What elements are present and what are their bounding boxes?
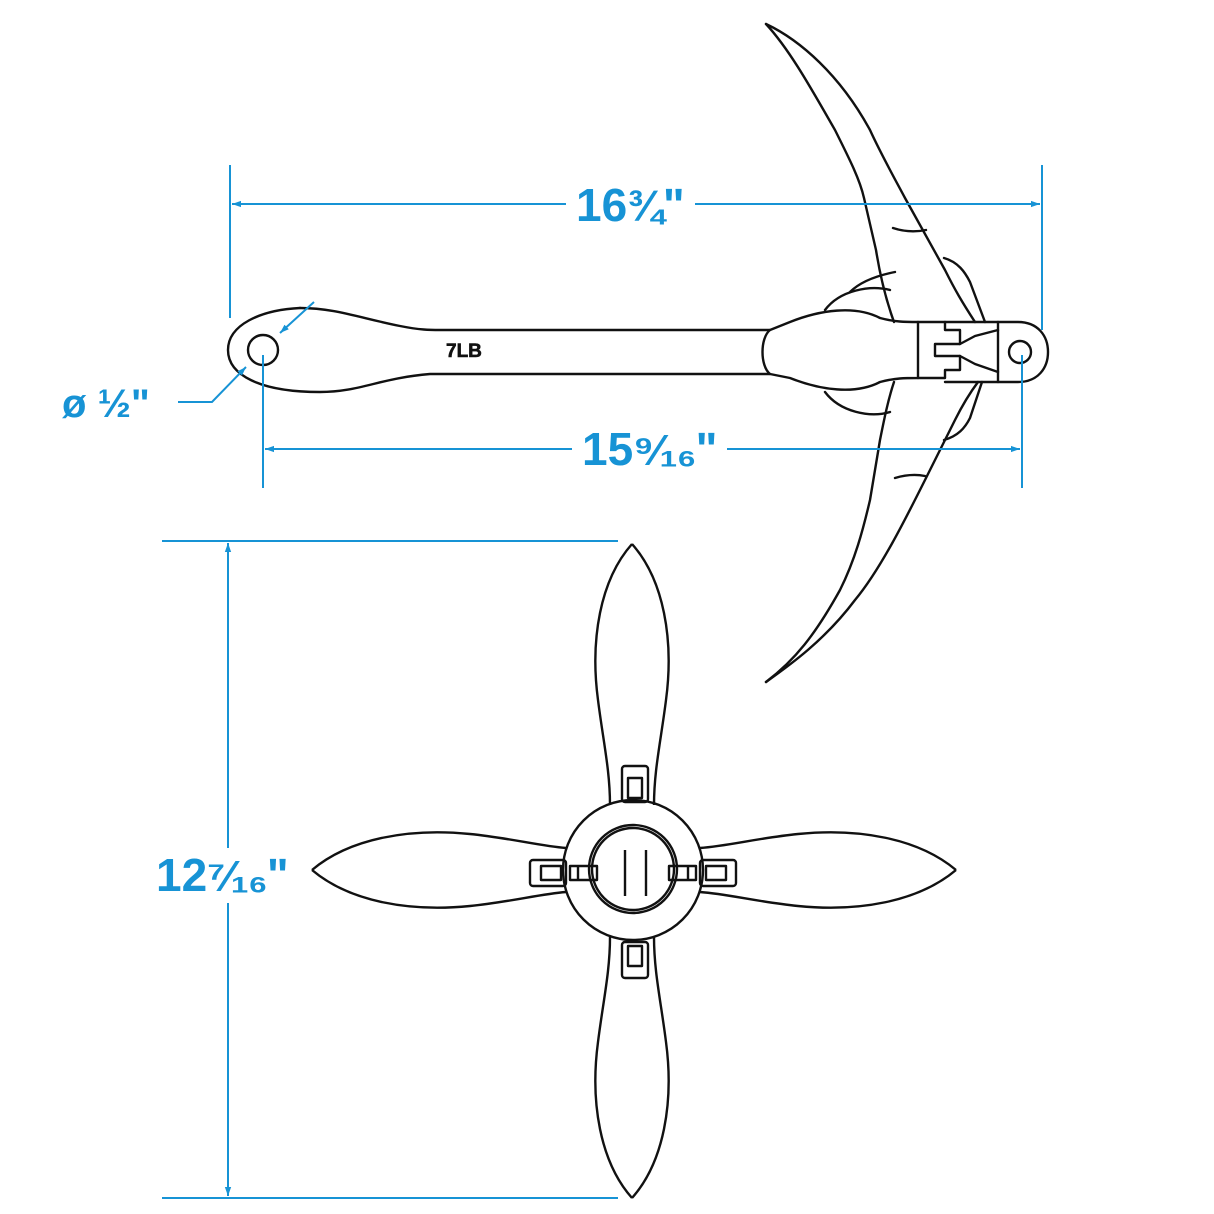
diameter-leader <box>178 366 247 403</box>
lower-fluke <box>764 380 980 684</box>
eye-to-eye-label: 15⁹⁄₁₆" <box>572 423 728 475</box>
head-eye-hole <box>1007 339 1033 365</box>
overall-length-whole: 16 <box>576 179 628 231</box>
blade-bottom <box>594 936 670 1199</box>
overall-length-fraction: ¾ <box>627 182 664 231</box>
open-span-fraction: ⁷⁄₁₆ <box>207 852 268 901</box>
eye-to-eye-fraction: ⁹⁄₁₆ <box>633 426 696 475</box>
hub-inner-disc <box>587 823 679 915</box>
clip-right <box>698 858 738 888</box>
diameter-symbol: ø <box>62 382 87 426</box>
overall-length-label: 16¾" <box>566 182 695 229</box>
clip-top <box>620 764 650 804</box>
lock-collar <box>916 320 962 380</box>
eye-to-eye-whole: 15 <box>582 423 634 475</box>
blade-left <box>311 831 567 909</box>
side-view <box>226 22 1050 684</box>
clip-left <box>528 858 568 888</box>
head-eye <box>996 320 1050 384</box>
open-span-label: 12⁷⁄₁₆" <box>152 848 293 903</box>
shank-left-eye <box>226 306 772 394</box>
overall-length-unit: " <box>662 179 685 231</box>
weight-stamp-label: 7LB <box>446 341 483 363</box>
open-span-unit: " <box>266 849 289 901</box>
eye-diameter-unit: " <box>130 382 150 426</box>
upper-fluke <box>764 22 977 324</box>
open-span-whole: 12 <box>156 849 208 901</box>
top-view <box>311 543 957 1199</box>
blade-right <box>699 831 957 909</box>
eye-diameter-label: ø ½" <box>62 384 150 424</box>
hub-outer-ring <box>561 798 705 942</box>
eye-to-eye-unit: " <box>695 423 718 475</box>
blade-top <box>594 543 670 806</box>
crown-body <box>761 309 920 391</box>
eye-diameter-value: ½ <box>97 382 131 426</box>
clip-bottom <box>620 940 650 980</box>
